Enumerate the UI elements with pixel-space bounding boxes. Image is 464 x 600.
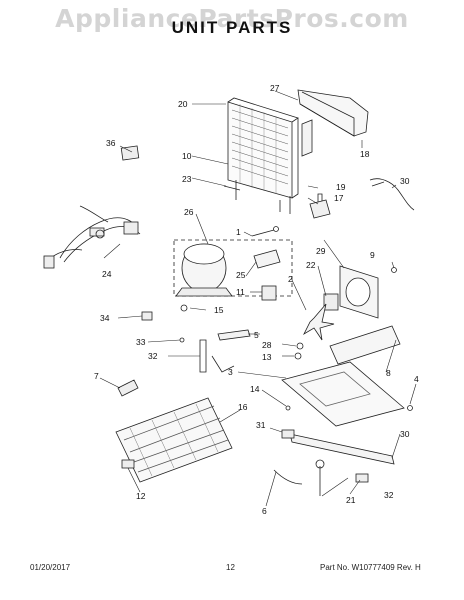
callout-25: 25 xyxy=(236,270,246,280)
callout-9: 9 xyxy=(370,250,375,260)
callout-16: 16 xyxy=(238,402,248,412)
clip-32b xyxy=(355,473,369,483)
callout-1: 1 xyxy=(236,227,241,237)
callout-24: 24 xyxy=(102,269,112,279)
bracket-33 xyxy=(199,339,207,373)
callout-29: 29 xyxy=(316,246,326,256)
bracket-5 xyxy=(217,329,251,341)
machine-base-plate xyxy=(281,361,405,427)
callout-22: 22 xyxy=(306,260,316,270)
callout-13: 13 xyxy=(262,352,272,362)
callout-18: 18 xyxy=(360,149,370,159)
callout-labels: 20 27 36 10 23 18 19 17 30 26 1 29 9 25 … xyxy=(94,83,419,516)
callout-14: 14 xyxy=(250,384,260,394)
wire-6 xyxy=(273,469,303,485)
callout-2: 2 xyxy=(288,274,293,284)
wire-harness-30 xyxy=(369,178,415,211)
screw-4 xyxy=(407,405,413,411)
clip-32a xyxy=(281,429,295,439)
insulation-strip xyxy=(289,433,395,465)
callout-20: 20 xyxy=(178,99,188,109)
callout-6: 6 xyxy=(262,506,267,516)
condenser-bracket xyxy=(301,119,313,157)
screw-9 xyxy=(391,267,397,273)
callout-7: 7 xyxy=(94,371,99,381)
drain-pan xyxy=(329,325,401,365)
callout-28: 28 xyxy=(262,340,272,350)
footer-part-number: Part No. W10777409 Rev. H xyxy=(320,563,421,572)
callout-11: 11 xyxy=(236,287,245,297)
bracket-17 xyxy=(309,199,331,219)
clip-12 xyxy=(121,459,135,469)
grommet xyxy=(180,304,188,312)
footer-page-number: 12 xyxy=(226,563,235,572)
capacitor xyxy=(253,249,281,269)
label-plate xyxy=(120,145,140,161)
screw-1 xyxy=(273,226,279,232)
footer-date: 01/20/2017 xyxy=(30,563,71,572)
callout-19: 19 xyxy=(336,182,346,192)
compressor xyxy=(175,243,233,297)
callout-26: 26 xyxy=(184,207,194,217)
callout-33: 32 xyxy=(148,351,158,361)
screw-34 xyxy=(179,337,185,343)
callout-31: 30 xyxy=(400,429,410,439)
evaporator-fan-assembly xyxy=(303,265,379,341)
wire-harness-24 xyxy=(43,205,141,269)
callout-15: 15 xyxy=(214,305,224,315)
callout-17: 17 xyxy=(334,193,344,203)
callout-8: 8 xyxy=(386,368,391,378)
evaporator-coil xyxy=(115,397,233,483)
watermark-text: AppliancePartsPros.com xyxy=(55,4,409,33)
condenser-coil xyxy=(227,97,299,214)
callout-30: 30 xyxy=(400,176,410,186)
callout-36: 36 xyxy=(106,138,116,148)
page-title: UNIT PARTS xyxy=(171,18,293,37)
callout-3: 3 xyxy=(228,367,233,377)
callout-32-upper: 31 xyxy=(256,420,266,430)
callout-27: 27 xyxy=(270,83,280,93)
callout-34: 33 xyxy=(136,337,146,347)
grommet-13 xyxy=(294,352,302,360)
callout-12: 12 xyxy=(136,491,146,501)
callout-10: 10 xyxy=(182,151,192,161)
screw-14 xyxy=(285,405,291,411)
callout-32-lower: 32 xyxy=(384,490,394,500)
callout-4: 4 xyxy=(414,374,419,384)
grommet-28 xyxy=(296,342,304,350)
relay xyxy=(261,285,277,301)
callout-35: 34 xyxy=(100,313,110,323)
callout-5: 5 xyxy=(254,330,259,340)
callout-23: 23 xyxy=(182,174,192,184)
connector-35 xyxy=(141,311,153,321)
drain-tube xyxy=(117,379,139,397)
callout-21: 21 xyxy=(346,495,356,505)
compressor-assembly-boundary xyxy=(173,239,293,297)
